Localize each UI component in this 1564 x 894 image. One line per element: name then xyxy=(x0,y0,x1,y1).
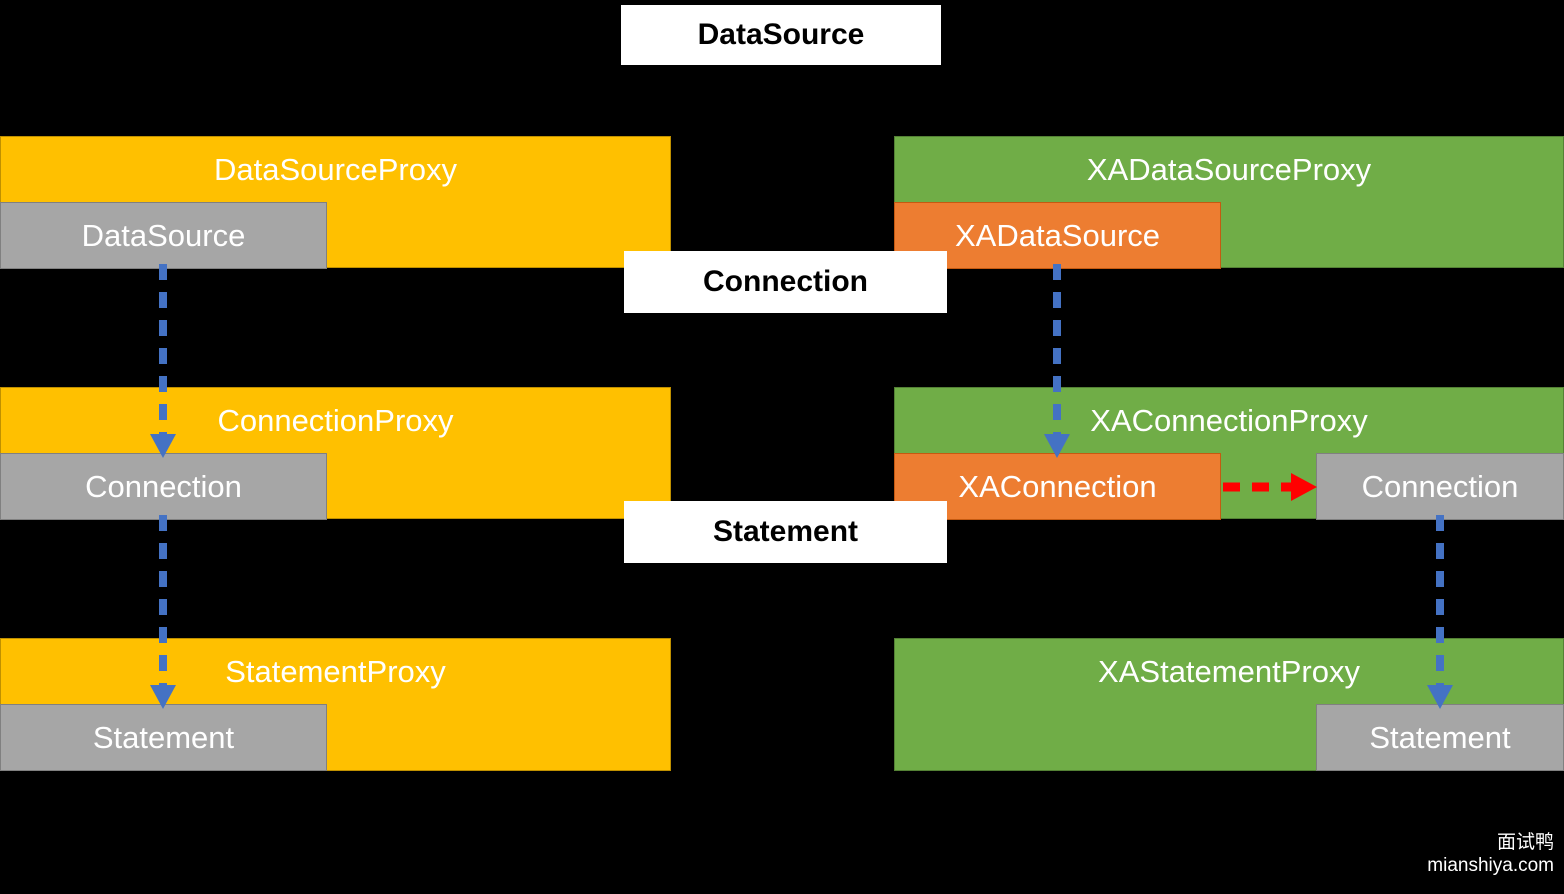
interface-label-connection-text: Connection xyxy=(703,265,868,298)
watermark-url: mianshiya.com xyxy=(1427,855,1554,877)
inner-box-xa-datasource: XADataSource xyxy=(894,202,1221,269)
interface-label-statement: Statement xyxy=(624,501,947,563)
box-connection-proxy-title: ConnectionProxy xyxy=(217,403,454,438)
inner-box-xa-statement-delegate: Statement xyxy=(1316,704,1564,771)
box-statement-proxy-title: StatementProxy xyxy=(225,654,446,689)
inner-box-xa-connection-delegate-label: Connection xyxy=(1361,468,1519,504)
inner-box-datasource-label: DataSource xyxy=(81,217,246,253)
inner-box-connection: Connection xyxy=(0,453,327,520)
inner-box-statement: Statement xyxy=(0,704,327,771)
box-datasource-proxy-title: DataSourceProxy xyxy=(214,152,457,187)
inner-box-xa-connection: XAConnection xyxy=(894,453,1221,520)
interface-label-datasource: DataSource xyxy=(621,5,941,65)
watermark: 面试鸭 mianshiya.com xyxy=(1427,831,1554,879)
box-xa-datasource-proxy: XADataSourceProxy xyxy=(894,136,1564,268)
inner-box-xa-datasource-label: XADataSource xyxy=(954,217,1161,253)
box-xa-connection-proxy-title: XAConnectionProxy xyxy=(1090,403,1368,438)
inner-box-xa-statement-delegate-label: Statement xyxy=(1369,719,1511,755)
inner-box-xa-connection-delegate: Connection xyxy=(1316,453,1564,520)
inner-box-statement-label: Statement xyxy=(92,719,235,755)
inner-box-xa-connection-label: XAConnection xyxy=(958,468,1157,504)
interface-label-statement-text: Statement xyxy=(712,515,859,548)
interface-label-datasource-text: DataSource xyxy=(697,18,865,51)
box-xa-statement-proxy-title: XAStatementProxy xyxy=(1098,654,1360,689)
interface-label-connection: Connection xyxy=(624,251,947,313)
inner-box-connection-label: Connection xyxy=(85,468,242,504)
box-xa-datasource-proxy-title: XADataSourceProxy xyxy=(1086,152,1372,187)
watermark-brand: 面试鸭 xyxy=(1496,831,1554,853)
inner-box-datasource: DataSource xyxy=(0,202,327,269)
